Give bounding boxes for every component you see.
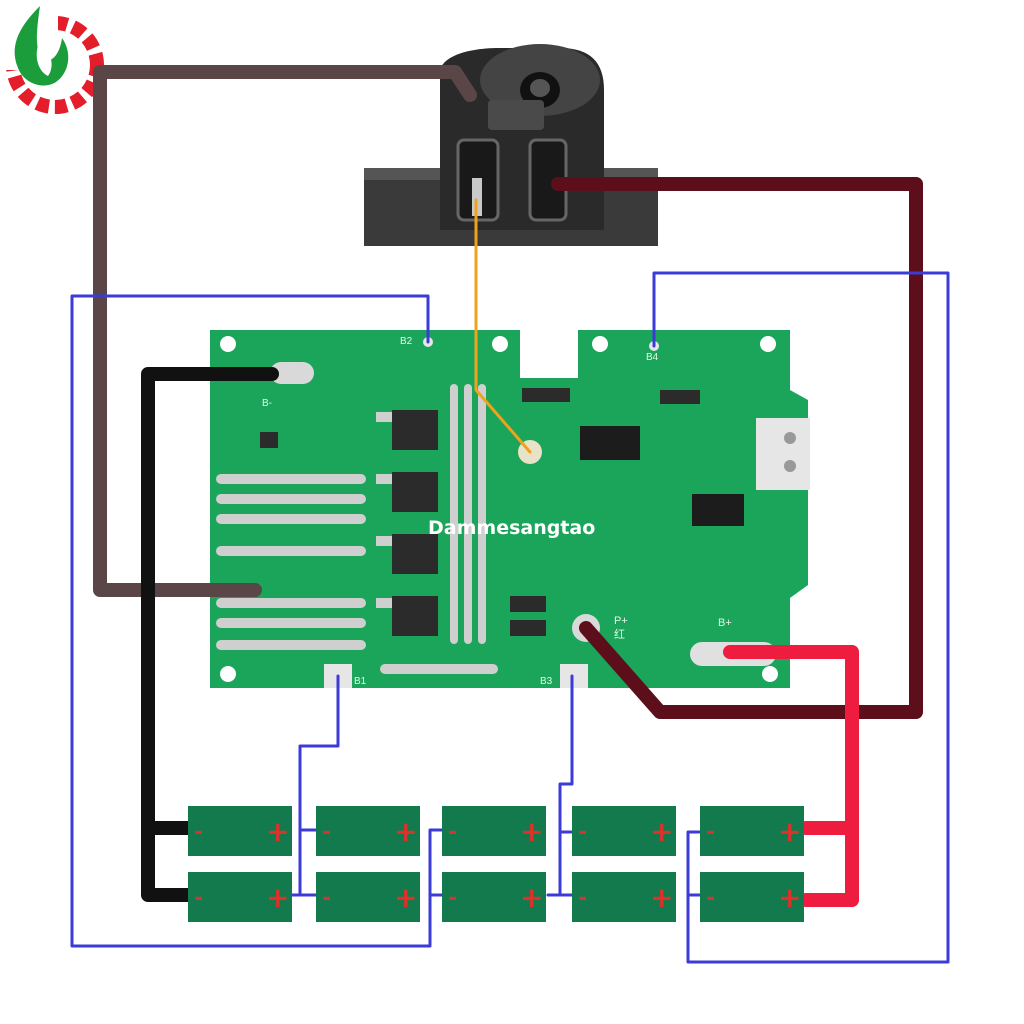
battery-cell: -+	[316, 872, 420, 922]
cell-minus-sign: -	[322, 886, 331, 911]
cell-plus-sign: +	[394, 881, 417, 914]
wire-blue-b3	[546, 674, 574, 897]
wire-black	[141, 367, 279, 902]
pad-label-p-plus: P+	[614, 615, 628, 627]
battery-cell: -+	[572, 806, 676, 856]
cell-plus-sign: +	[266, 815, 289, 848]
pad-label-b4: B4	[646, 352, 659, 363]
pad-label-b-plus: B+	[718, 617, 732, 629]
battery-cell: -+	[700, 872, 804, 922]
cell-plus-sign: +	[266, 881, 289, 914]
battery-cell: -+	[442, 872, 546, 922]
battery-cell: -+	[188, 806, 292, 856]
battery-cell: -+	[700, 806, 804, 856]
cell-plus-sign: +	[520, 815, 543, 848]
cell-plus-sign: +	[778, 881, 801, 914]
cell-plus-sign: +	[650, 881, 673, 914]
wire-darkred	[551, 177, 923, 719]
cell-plus-sign: +	[650, 815, 673, 848]
pad-label-p-plus-cn: 红	[614, 628, 625, 641]
pad-label-b2: B2	[400, 336, 413, 347]
wire-blue-b1	[290, 674, 340, 897]
cell-minus-sign: -	[578, 820, 587, 845]
wire-blue-b4	[652, 271, 950, 964]
wire-blue-b2	[70, 294, 444, 948]
cell-minus-sign: -	[578, 886, 587, 911]
cell-minus-sign: -	[194, 886, 203, 911]
battery-cell: -+	[442, 806, 546, 856]
cell-minus-sign: -	[448, 886, 457, 911]
pad-label-b-minus: B-	[262, 398, 272, 409]
pad-label-b3: B3	[540, 676, 553, 687]
cell-plus-sign: +	[520, 881, 543, 914]
bms-pcb-board: B- B2 B4 B1 B3 P+ 红 B+ Dammesangtao	[210, 330, 810, 688]
cell-minus-sign: -	[706, 820, 715, 845]
cell-minus-sign: -	[448, 820, 457, 845]
cell-plus-sign: +	[394, 815, 417, 848]
watermark-text: Dammesangtao	[428, 517, 595, 539]
battery-cell: -+	[316, 806, 420, 856]
cell-minus-sign: -	[706, 886, 715, 911]
flame-gear-logo	[0, 0, 104, 114]
cell-minus-sign: -	[194, 820, 203, 845]
wire-orange	[474, 198, 532, 454]
cell-minus-sign: -	[322, 820, 331, 845]
cell-plus-sign: +	[778, 815, 801, 848]
battery-cell: -+	[572, 872, 676, 922]
wire-red	[723, 645, 859, 907]
battery-cell: -+	[188, 872, 292, 922]
battery-cell-array: -+-+-+-+-+-+-+-+-+-+	[188, 806, 804, 922]
pad-label-b1: B1	[354, 676, 367, 687]
